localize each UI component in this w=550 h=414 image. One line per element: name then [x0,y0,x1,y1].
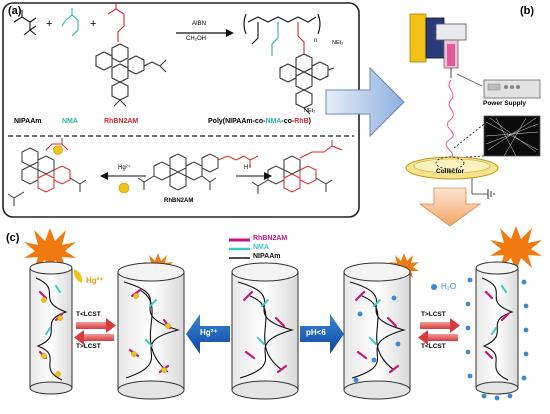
blue-arrow-hg-label: Hg²⁺ [200,328,218,337]
center-rhbn2am-structure [137,153,259,191]
blue-arrow-ph [300,314,344,354]
monomer-nipaam-label: NIPAAm [14,118,42,125]
nipaam-structure [13,10,37,36]
left-arrow-bottom-label: T>LCST [76,343,101,350]
striped-arrow-right-forward [420,318,460,333]
legend-label-nma: NMA [253,244,269,251]
striped-arrow-right-back [418,330,458,345]
water-dots [353,277,529,401]
blue-arrow-ph-label: pH<6 [306,328,326,337]
hg-complex-structure [7,138,87,206]
chain-2 [123,281,181,379]
right-arrow-bottom-label: T<LCST [421,343,446,350]
polymer-nma: NMA [265,118,282,125]
chain-3 [237,281,295,379]
power-wire [456,73,483,87]
plus-sign-2: + [90,18,97,30]
hg-top-label: Hg²⁺ [86,276,104,285]
striped-arrow-left-back [74,330,114,345]
panel-b-label: (b) [520,5,535,17]
h2o-label: H₂O [441,282,457,291]
rhbn2am-structure [95,3,167,107]
legend-label-nipaam: NIPAAm [253,253,281,260]
protonated-structure [251,140,343,194]
blue-arrow-hg [186,314,230,354]
fluorescence-star-large-right [490,226,542,271]
power-supply-label: Power Supply [483,100,526,107]
big-arrow-b-to-c [418,187,482,227]
nma-segments [45,285,507,347]
net2-top-label: NEt₂ [332,40,344,46]
h-arrow [236,172,272,180]
striped-arrow-left-forward [76,318,116,333]
polymer-structure [243,13,335,115]
reagent-label: AIBN [192,21,207,27]
panel-c-label: (c) [6,232,20,244]
polymer-mid: -co- [281,118,295,125]
syringe-plunger [435,23,467,41]
chain-5 [481,277,514,381]
hg-reaction-label: Hg²⁺ [118,165,131,171]
chain-4 [349,281,407,379]
panel-a-label: (a) [8,5,22,17]
chain-1 [35,277,68,381]
plus-sign-1: + [46,18,53,30]
legend-label-rhbn2am: RhBN2AM [253,235,288,242]
monomer-nma-label: NMA [62,118,78,125]
hg-dots-inside [41,293,171,377]
polymer-suffix: ) [308,118,311,125]
solvent-label: CH₂OH [186,36,206,42]
pump-block [409,13,427,63]
reaction-arrow [176,29,234,37]
big-arrow-a-to-b [325,66,405,138]
net2-bottom-label: NEt₂ [304,108,316,114]
hg-arrow [100,172,146,180]
right-arrow-top-label: T>LCST [421,311,446,318]
electrospinning-setup [405,13,541,199]
polymer-name: Poly(NIPAAm-co-NMA-co-RhB) [208,118,311,125]
fluorescence-star-large-left [24,228,76,273]
hg-ion-dot [118,182,130,194]
syringe-solution [447,44,455,66]
left-arrow-top-label: T<LCST [76,311,101,318]
hg-teardrop-icon [73,269,83,283]
cylinder-5 [475,261,519,395]
hg-ion-dot-bound [53,145,63,155]
fiber-jet [445,79,454,161]
center-structure-label: RhBN2AM [164,198,194,204]
polymer-prefix: Poly(NIPAAm-co- [208,118,266,125]
h-reaction-label: H⁺ [244,165,252,171]
polymer-rhb: RhB [294,118,309,125]
repeat-unit-n: n [314,38,318,44]
collector-label: Collector [436,168,465,175]
monomer-rhbn2am-label: RhBN2AM [104,118,139,125]
nma-structure [61,8,79,37]
